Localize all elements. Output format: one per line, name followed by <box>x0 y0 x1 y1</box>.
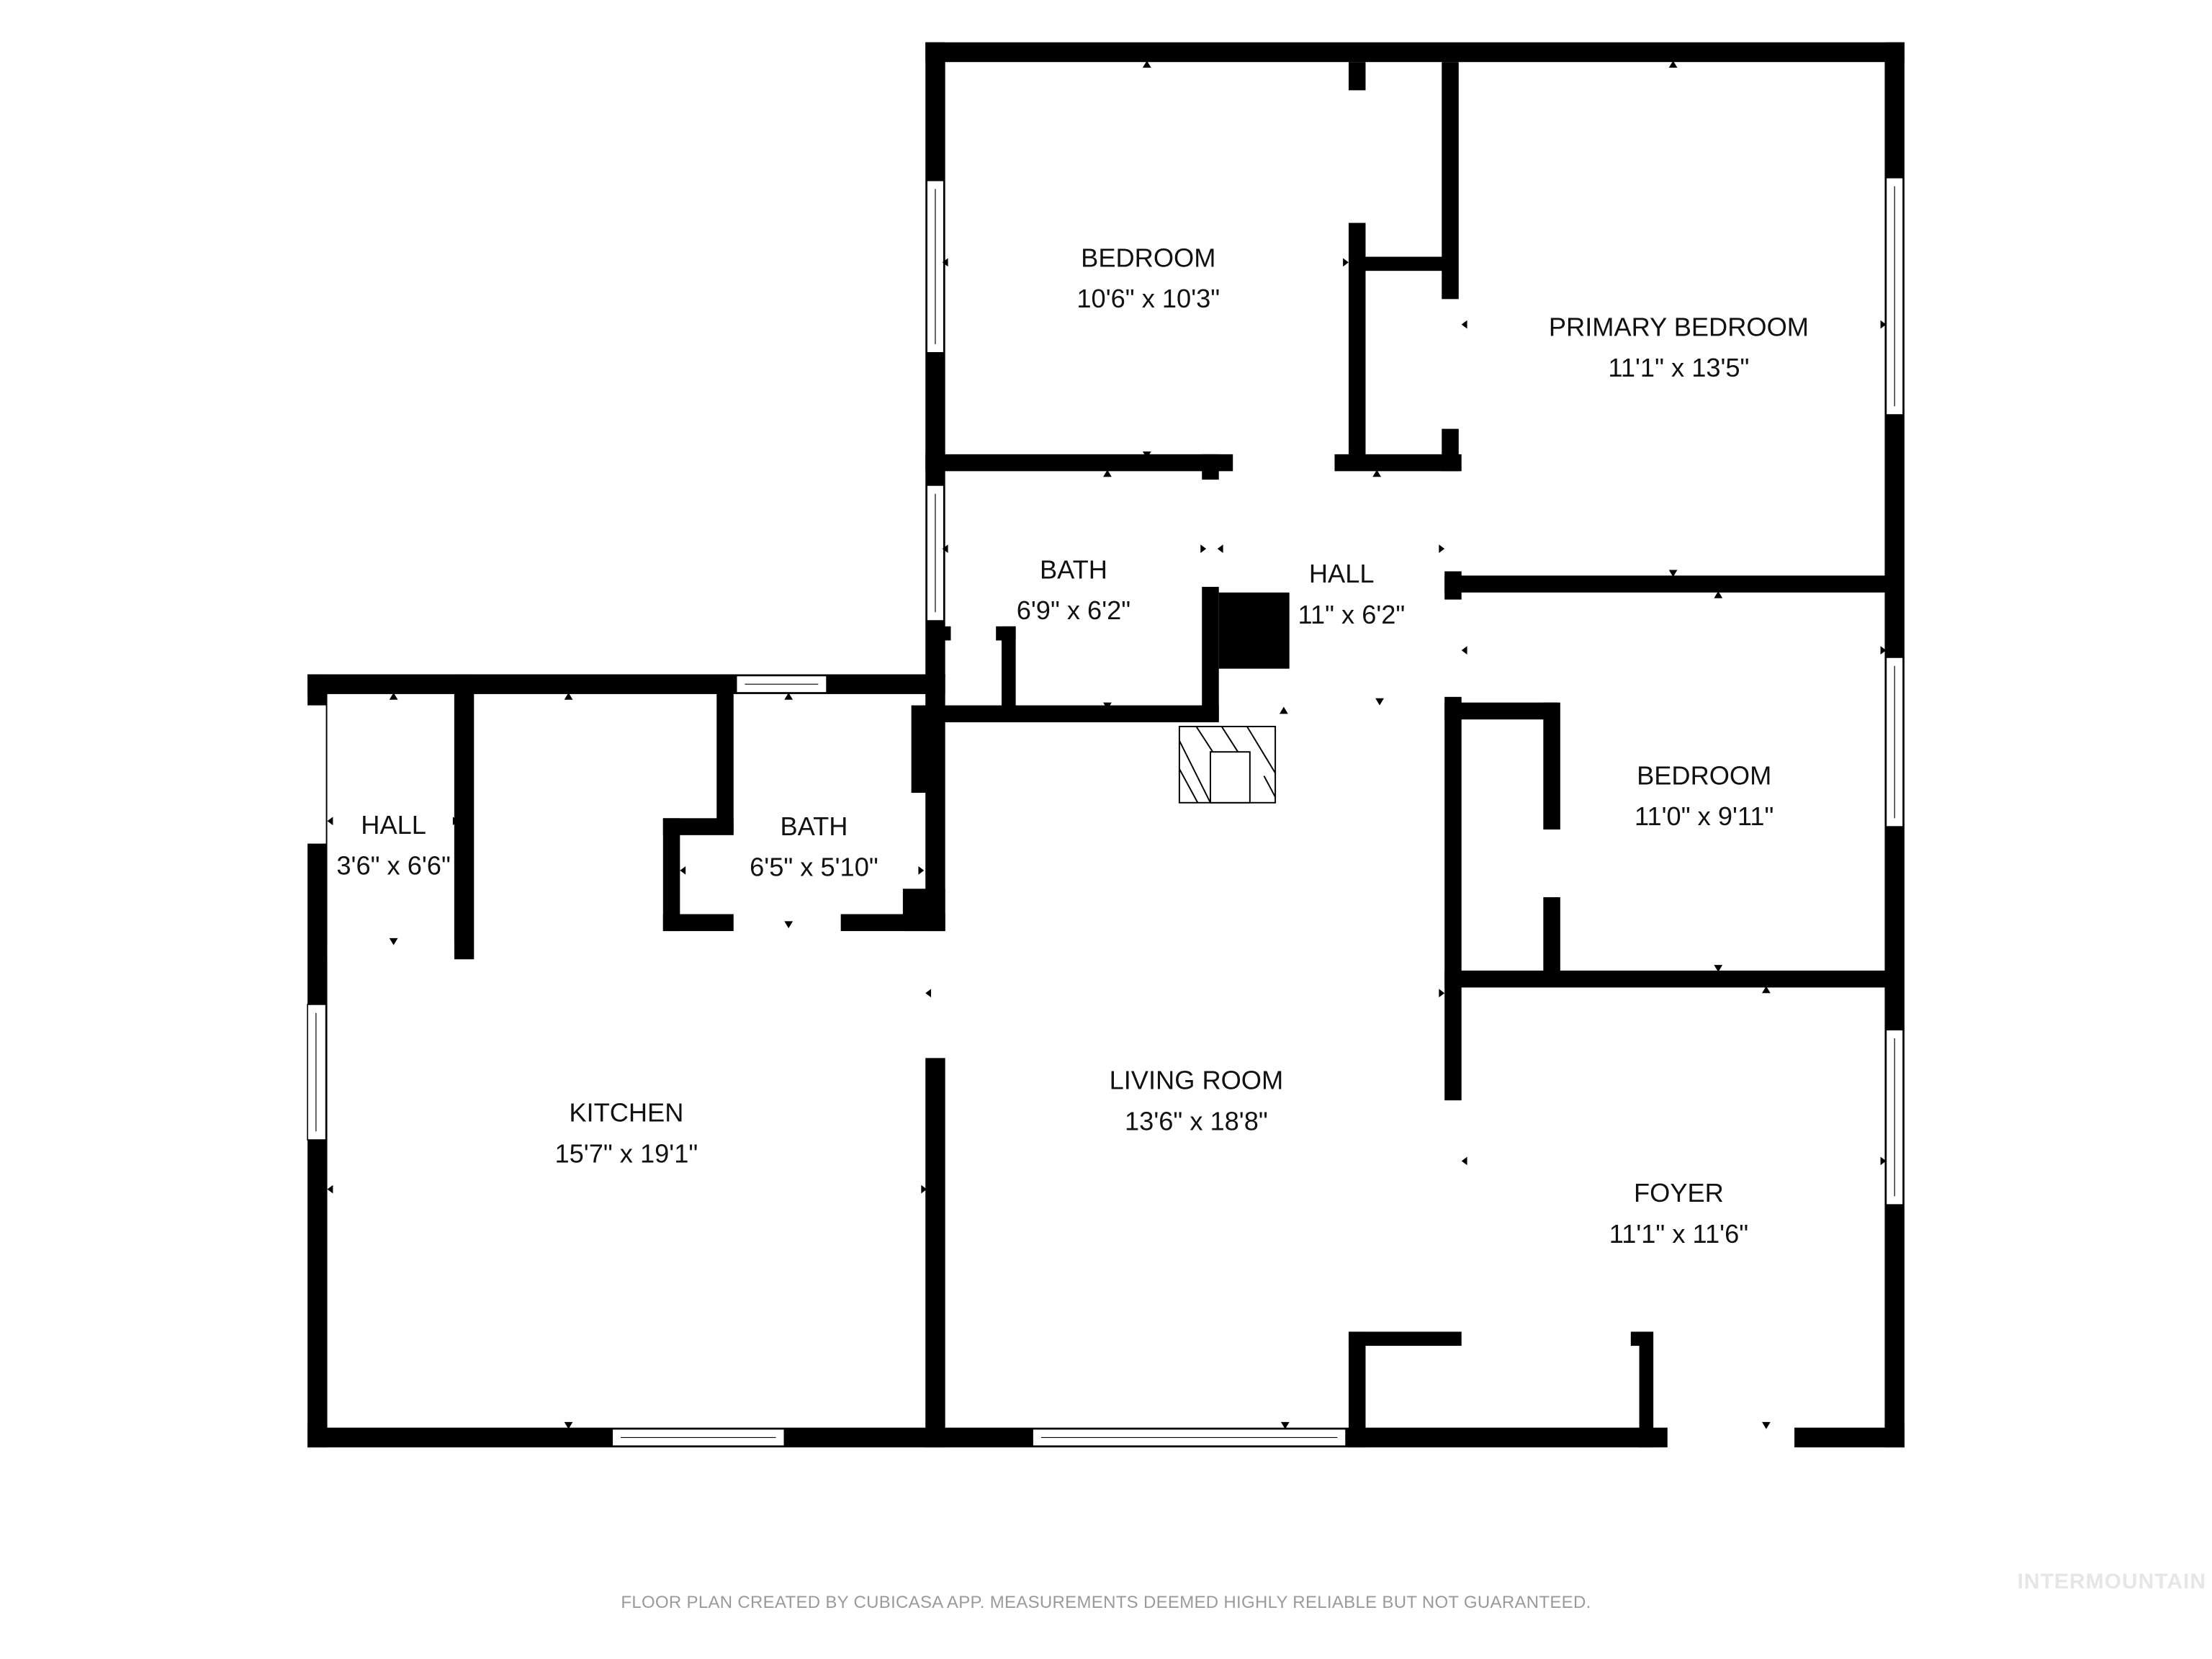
window-bedroom2-east <box>1885 657 1904 827</box>
disclaimer-text: FLOOR PLAN CREATED BY CUBICASA APP. MEAS… <box>621 1593 1591 1612</box>
window-bath-north <box>735 675 827 693</box>
svg-text:BEDROOM: BEDROOM <box>1081 243 1215 272</box>
svg-text:BATH: BATH <box>780 811 848 841</box>
room-hall-left: HALL 3'6" x 6'6" <box>336 810 450 881</box>
svg-text:BATH: BATH <box>1040 554 1107 584</box>
svg-text:PRIMARY BEDROOM: PRIMARY BEDROOM <box>1549 312 1809 341</box>
window-living-south <box>1032 1428 1346 1447</box>
room-bedroom-1: BEDROOM 10'6" x 10'3" <box>1076 243 1220 313</box>
svg-text:BEDROOM: BEDROOM <box>1637 760 1771 790</box>
window-primary-east <box>1885 177 1904 415</box>
room-primary-bedroom: PRIMARY BEDROOM 11'1" x 13'5" <box>1549 312 1809 382</box>
windows[interactable] <box>307 177 1904 1447</box>
svg-text:3'6" x 6'6": 3'6" x 6'6" <box>336 851 450 881</box>
svg-text:HALL: HALL <box>1309 559 1375 588</box>
svg-text:HALL: HALL <box>361 810 426 840</box>
window-kitchen-south <box>611 1428 786 1447</box>
svg-text:6'5" x 5'10": 6'5" x 5'10" <box>750 853 878 882</box>
svg-text:FOYER: FOYER <box>1634 1178 1724 1208</box>
window-kitchen-west <box>307 1004 327 1141</box>
room-bath-upper: BATH 6'9" x 6'2" <box>1017 554 1130 625</box>
svg-text:LIVING ROOM: LIVING ROOM <box>1110 1065 1284 1094</box>
room-foyer: FOYER 11'1" x 11'6" <box>1609 1178 1748 1249</box>
room-living-room: LIVING ROOM 13'6" x 18'8" <box>1110 1065 1284 1136</box>
svg-text:15'7" x 19'1": 15'7" x 19'1" <box>555 1138 698 1168</box>
window-bath-west <box>926 485 945 621</box>
svg-text:11'0" x 9'11": 11'0" x 9'11" <box>1635 801 1773 831</box>
room-bath-left: BATH 6'5" x 5'10" <box>750 811 878 882</box>
openings <box>306 454 1795 1451</box>
window-foyer-east <box>1885 1029 1904 1205</box>
room-hall-upper: HALL 11" x 6'2" <box>1298 559 1405 629</box>
room-kitchen: KITCHEN 15'7" x 19'1" <box>555 1098 698 1169</box>
svg-text:11" x 6'2": 11" x 6'2" <box>1298 600 1405 629</box>
svg-text:KITCHEN: KITCHEN <box>569 1098 683 1128</box>
fireplace-icon <box>1178 726 1277 804</box>
window-bedroom-west <box>926 179 945 354</box>
svg-text:13'6" x 18'8": 13'6" x 18'8" <box>1125 1106 1268 1136</box>
watermark-logo: INTERMOUNTAIN <box>2017 1570 2206 1593</box>
svg-text:11'1" x 13'5": 11'1" x 13'5" <box>1608 353 1749 382</box>
room-bedroom-2: BEDROOM 11'0" x 9'11" <box>1635 760 1773 831</box>
room-labels: BEDROOM 10'6" x 10'3" PRIMARY BEDROOM 11'1… <box>336 243 1809 1249</box>
svg-text:11'1" x 11'6": 11'1" x 11'6" <box>1609 1219 1748 1249</box>
svg-text:6'9" x 6'2": 6'9" x 6'2" <box>1017 595 1130 625</box>
svg-text:10'6" x 10'3": 10'6" x 10'3" <box>1076 284 1220 313</box>
